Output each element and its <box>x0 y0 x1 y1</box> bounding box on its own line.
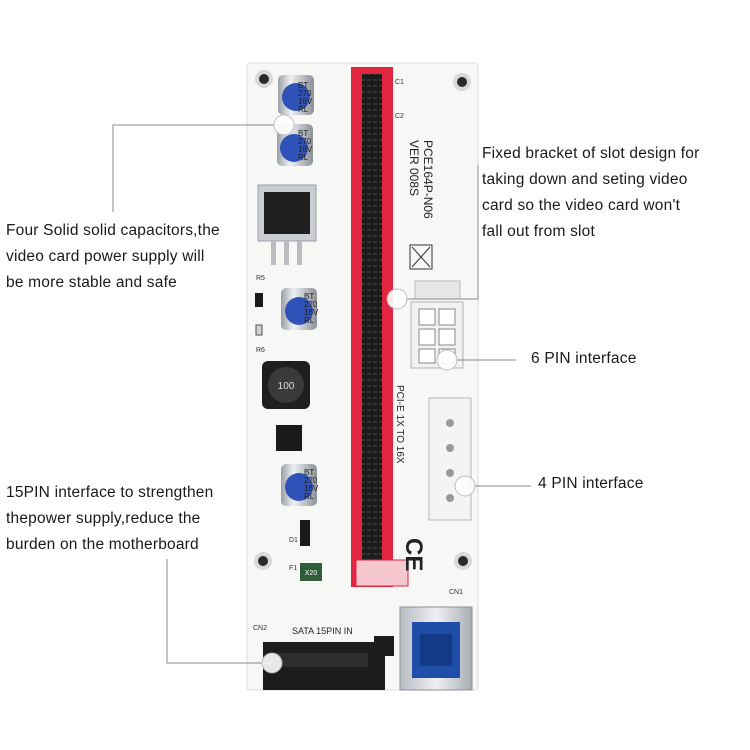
callout-4pin: 4 PIN interface <box>538 471 644 497</box>
callout-15pin: 15PIN interface to strengthen thepower s… <box>6 480 213 558</box>
callout-line: burden on the motherboard <box>6 536 199 553</box>
svg-text:D1: D1 <box>289 537 298 544</box>
callout-line: card so the video card won't <box>482 197 681 214</box>
pointer-markers <box>261 114 476 674</box>
svg-text:BT 270 16V R: BT 270 16V RL <box>298 129 314 162</box>
svg-text:C1: C1 <box>395 79 404 86</box>
capacitor-fc1: BT 270 16V RL <box>278 75 314 115</box>
callout-6pin: 6 PIN interface <box>531 346 637 372</box>
ic-chip <box>276 425 302 451</box>
pcie-x16-slot <box>351 67 409 587</box>
fuse-f1 <box>300 563 322 581</box>
callout-line: taking down and seting video <box>482 171 688 188</box>
callout-line: Four Solid solid capacitors,the <box>6 222 220 239</box>
callout-line: be more stable and safe <box>6 274 177 291</box>
smd-part <box>255 324 263 336</box>
callout-line: 4 PIN interface <box>538 475 644 492</box>
callout-bracket: Fixed bracket of slot design for taking … <box>482 141 699 245</box>
callout-line: 6 PIN interface <box>531 350 637 367</box>
svg-text:BT 270 16V R: BT 270 16V RL <box>298 81 314 114</box>
svg-text:CE: CE <box>400 538 427 571</box>
diode-d1 <box>300 520 310 546</box>
four-pin-molex-connector <box>428 397 472 521</box>
svg-text:PCI-E 1X TO 16X: PCI-E 1X TO 16X <box>394 385 405 464</box>
svg-text:100: 100 <box>278 381 295 392</box>
svg-text:C2: C2 <box>395 113 404 120</box>
usb3-port <box>399 606 473 691</box>
capacitor-fc3: BT 270 16V RL <box>281 288 320 330</box>
sata-15pin-connector <box>263 636 394 690</box>
svg-text:CN1: CN1 <box>449 589 463 596</box>
callout-line: video card power supply will <box>6 248 205 265</box>
svg-text:CN2: CN2 <box>253 625 267 632</box>
svg-text:PCE164P-N06: PCE164P-N06 <box>421 140 435 219</box>
callout-line: 15PIN interface to strengthen <box>6 484 214 501</box>
svg-text:R6: R6 <box>256 347 265 354</box>
callout-capacitors: Four Solid solid capacitors,the video ca… <box>6 218 220 296</box>
svg-text:R5: R5 <box>256 275 265 282</box>
svg-text:BT 270 16V R: BT 270 16V RL <box>304 468 320 501</box>
callout-line: Fixed bracket of slot design for <box>482 145 700 162</box>
svg-text:F1: F1 <box>289 565 297 572</box>
svg-text:SATA 15PIN IN: SATA 15PIN IN <box>292 626 353 636</box>
smd-part <box>255 293 263 307</box>
inductor: 100 <box>262 361 310 409</box>
callout-line: thepower supply,reduce the <box>6 510 201 527</box>
mounting-holes <box>254 70 472 570</box>
svg-text:X20: X20 <box>305 570 318 577</box>
svg-text:VER 008S: VER 008S <box>407 140 421 196</box>
capacitor-ec4: BT 270 16V RL <box>281 464 320 506</box>
voltage-regulator-u1 <box>257 184 317 265</box>
leader-lines <box>112 124 531 664</box>
callout-line: fall out from slot <box>482 223 596 240</box>
svg-text:BT 270 16V R: BT 270 16V RL <box>304 292 320 325</box>
weee-mark-icon <box>409 244 433 270</box>
